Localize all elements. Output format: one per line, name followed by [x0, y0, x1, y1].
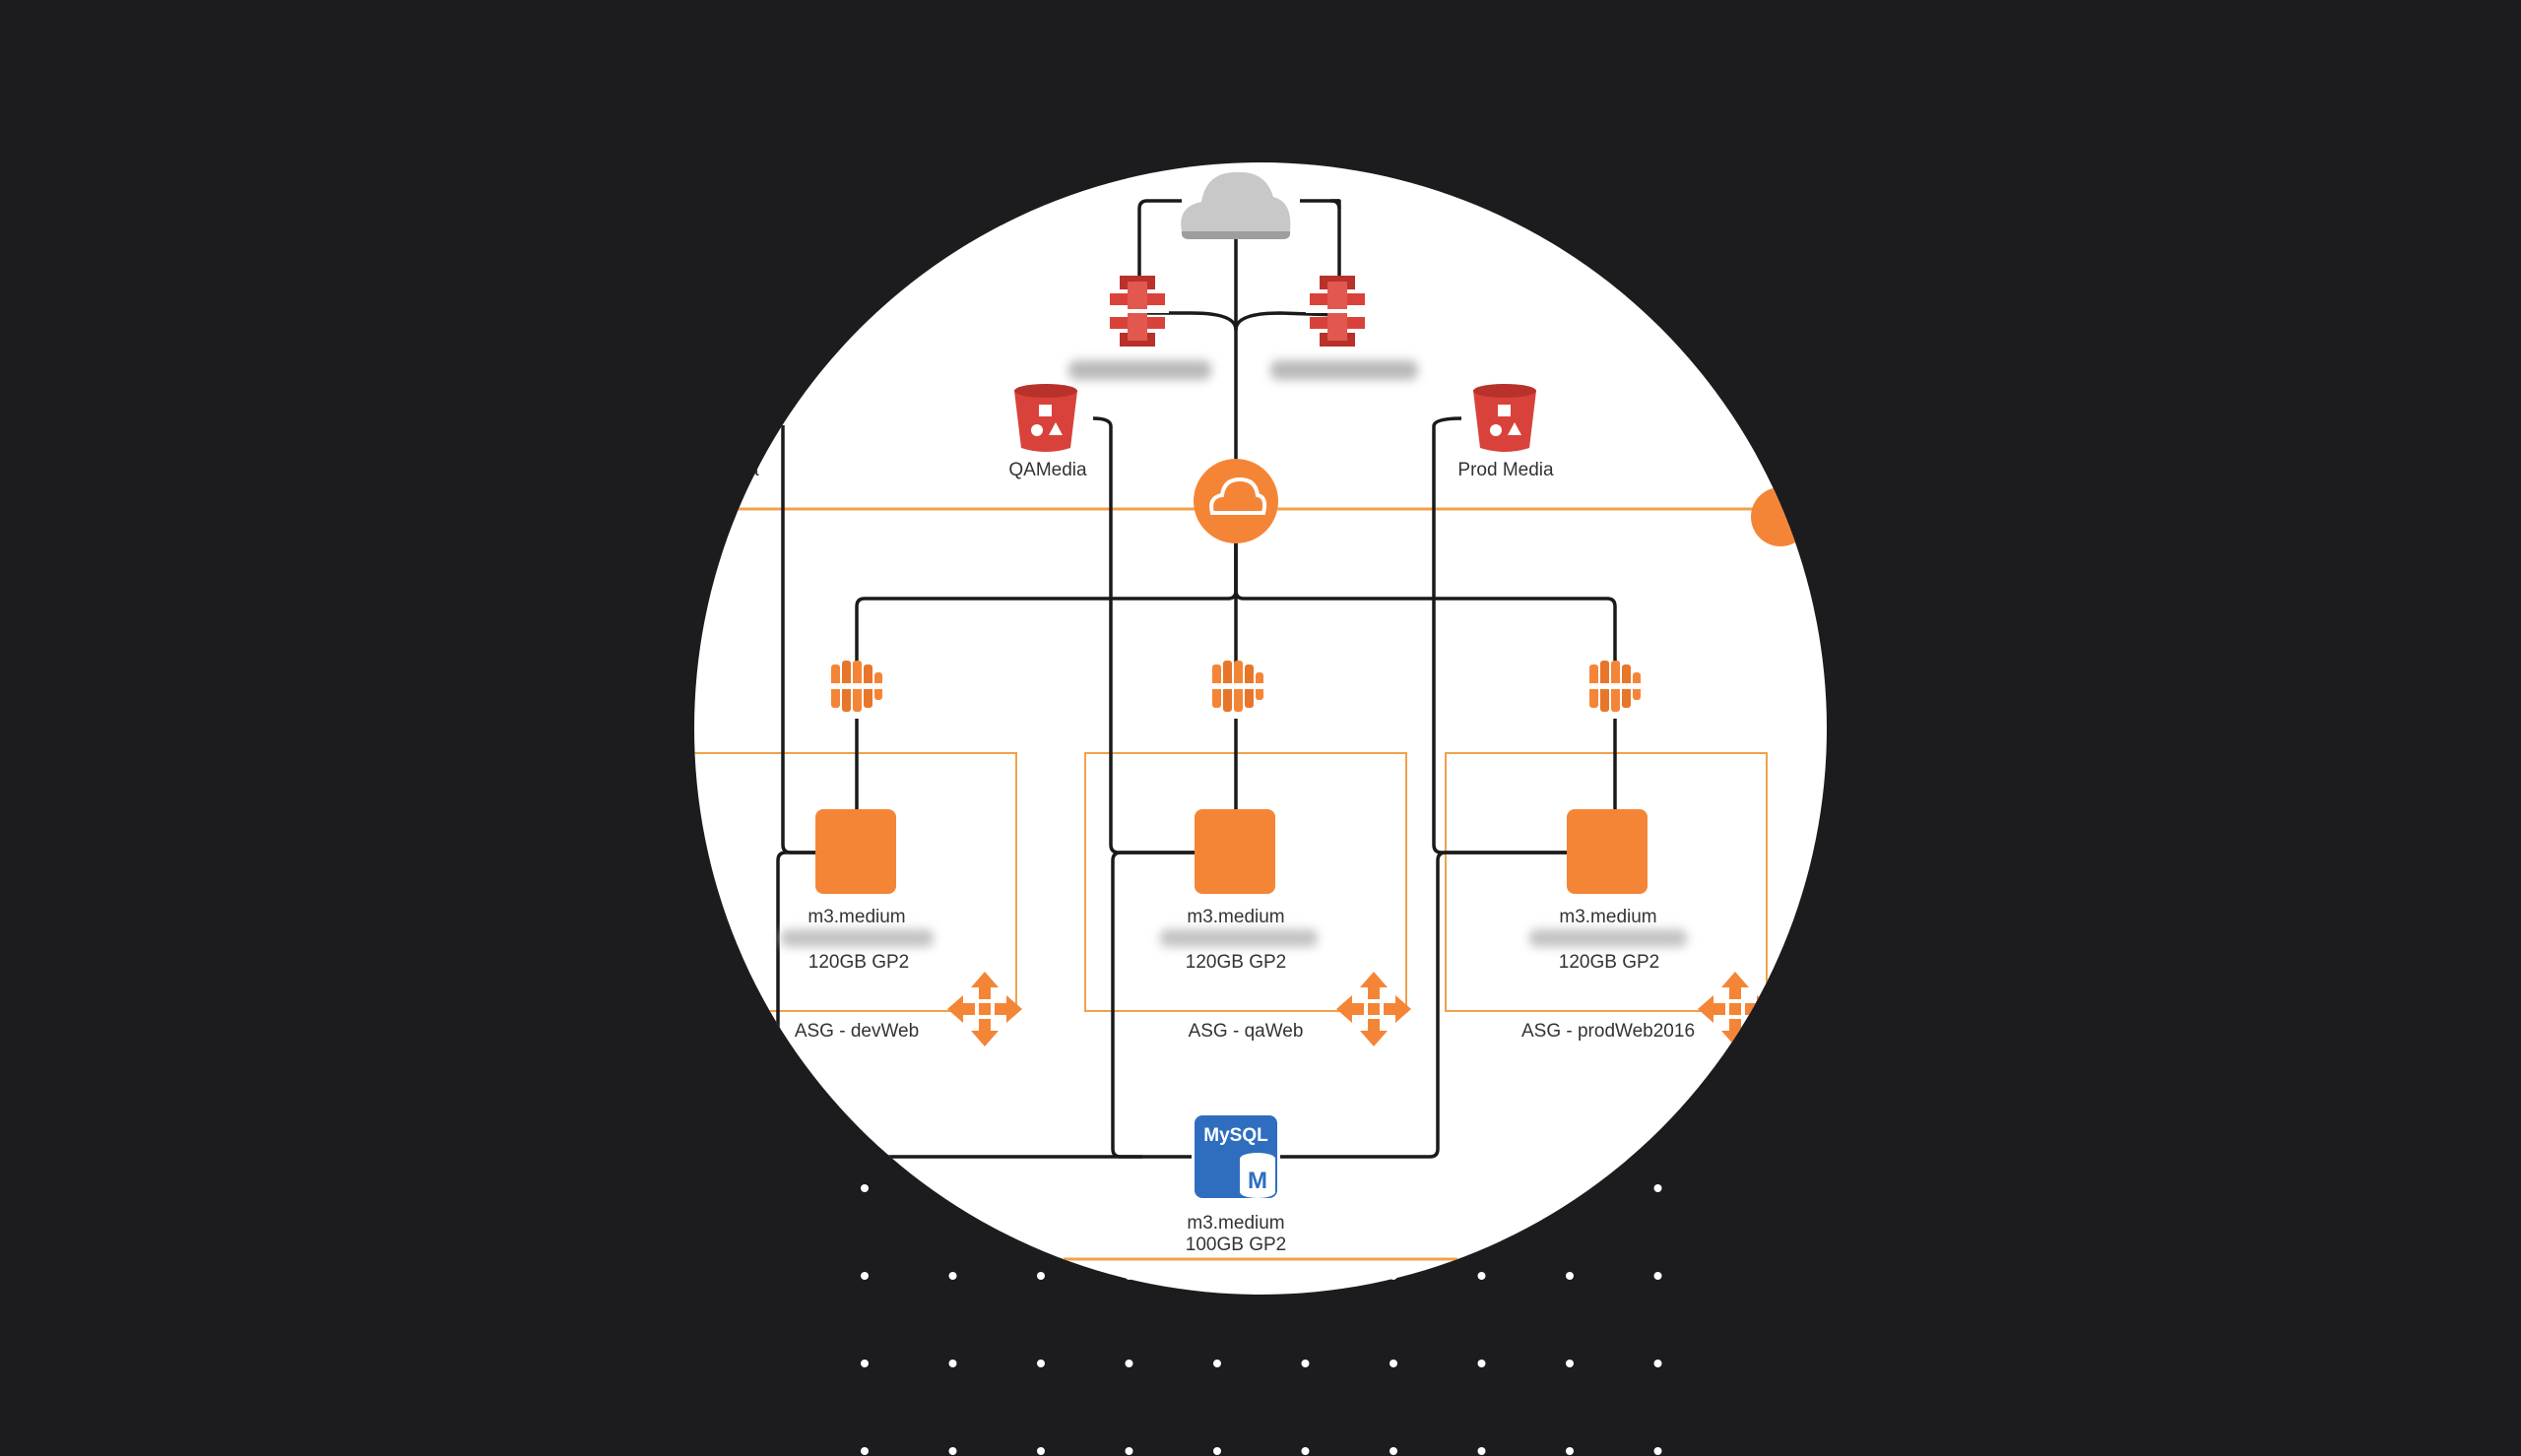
ec2-instance-icon [815, 809, 896, 894]
grid-dot [948, 1447, 957, 1455]
bucket-label-prod: Prod Media [1457, 460, 1554, 480]
instance-ip-redacted [1529, 929, 1687, 947]
grid-dot [948, 1272, 957, 1280]
grid-dot [1653, 1447, 1662, 1455]
asg-box-prodweb [1445, 752, 1768, 1012]
instance-type-label: m3.medium [1187, 907, 1284, 927]
database-storage-label: 100GB GP2 [1186, 1234, 1286, 1255]
grid-dot [1037, 1360, 1045, 1367]
grid-dot [1390, 1360, 1397, 1367]
grid-dot [1301, 1447, 1310, 1455]
asg-box-qaweb [1084, 752, 1407, 1012]
mysql-database-icon: MySQL M [1195, 1115, 1277, 1198]
grid-dot [1566, 1447, 1574, 1455]
mysql-badge-letter: M [1248, 1168, 1267, 1194]
database-instance-label: m3.medium [1187, 1213, 1284, 1234]
grid-dot [948, 1360, 957, 1367]
connector-lines [776, 199, 1617, 1159]
grid-dot [1213, 1447, 1221, 1455]
instance-type-label: m3.medium [1559, 907, 1656, 927]
instance-ip-redacted [781, 929, 934, 947]
grid-dot [1653, 1184, 1662, 1192]
grid-dot [861, 1447, 869, 1455]
asg-label: ASG - qaWeb [1189, 1021, 1304, 1042]
grid-dot [1125, 1447, 1133, 1455]
asg-box-devweb [694, 752, 1017, 1012]
partial-gateway-icon [1751, 487, 1810, 546]
s3-bucket-icon [1014, 384, 1077, 452]
api-gateway-caption-redacted [1270, 360, 1418, 380]
grid-dot [861, 1360, 869, 1367]
bucket-label-qa: QAMedia [1008, 460, 1087, 480]
ec2-instance-icon [1195, 809, 1275, 894]
grid-dot [1477, 1360, 1486, 1367]
grid-dot [1477, 1447, 1486, 1455]
instance-storage-label: 120GB GP2 [808, 952, 909, 973]
api-gateway-caption-redacted [1068, 360, 1211, 380]
grid-dot [861, 1184, 869, 1192]
grid-dot [1653, 1272, 1662, 1280]
instance-ip-redacted [1160, 929, 1318, 947]
grid-dot [1390, 1447, 1397, 1455]
cloud-gateway-icon [1194, 459, 1278, 543]
grid-dot [861, 1272, 869, 1280]
mysql-logo-text: MySQL [1203, 1125, 1268, 1146]
internet-cloud-icon [1181, 171, 1291, 239]
grid-dot [1477, 1272, 1486, 1280]
grid-dot [1213, 1360, 1221, 1367]
diagram-canvas: a QAMedia Prod Media m3.medium 120GB GP2… [694, 171, 1827, 1261]
s3-bucket-icon [1473, 384, 1536, 452]
bucket-label-left: a [748, 460, 759, 480]
grid-dot [1125, 1360, 1133, 1367]
instance-type-label: m3.medium [808, 907, 905, 927]
instance-storage-label: 120GB GP2 [1559, 952, 1659, 973]
grid-dot [1037, 1447, 1045, 1455]
instance-storage-label: 120GB GP2 [1186, 952, 1286, 973]
grid-dot [1037, 1272, 1045, 1280]
ec2-instance-icon [1567, 809, 1648, 894]
asg-label: ASG - devWeb [795, 1021, 919, 1042]
grid-dot [1301, 1360, 1310, 1367]
asg-label: ASG - prodWeb2016 [1521, 1021, 1695, 1042]
grid-dot [1653, 1360, 1662, 1367]
grid-dot [1566, 1272, 1574, 1280]
grid-dot [1566, 1360, 1574, 1367]
